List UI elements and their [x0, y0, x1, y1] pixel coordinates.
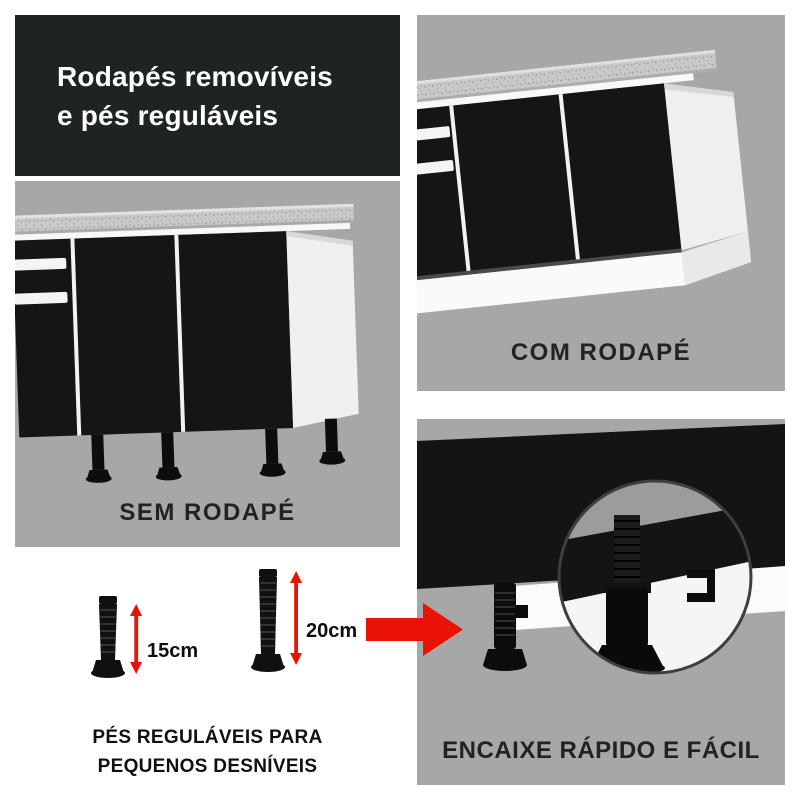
feet-section: 15cm 20cm PÉS REGULÁVEIS PARA PEQUENOS D…	[15, 556, 400, 785]
feet-caption: PÉS REGULÁVEIS PARA PEQUENOS DESNÍVEIS	[15, 723, 400, 781]
panel-encaixe: ENCAIXE RÁPIDO E FÁCIL	[417, 419, 785, 785]
foot-15cm-ribs	[100, 609, 116, 653]
measure-20cm-label: 20cm	[306, 620, 358, 642]
feet-caption-line-1: PÉS REGULÁVEIS PARA	[92, 727, 323, 748]
header-title-line-1: Rodapés removíveis	[57, 60, 333, 92]
dimension-line-20cm-icon	[290, 571, 302, 665]
zoom-inset-circle	[557, 479, 753, 675]
foot-20cm-ribs	[260, 582, 276, 647]
cabinet-side	[286, 231, 359, 428]
measure-15cm-label: 15cm	[147, 640, 199, 662]
drawer-strip	[15, 257, 67, 271]
cabinet-foot-ribs	[495, 592, 515, 636]
drawer-strip	[15, 291, 68, 305]
panel-com-rodape: COM RODAPÉ	[417, 15, 785, 391]
feet-caption-line-2: PEQUENOS DESNÍVEIS	[97, 756, 318, 777]
cabinet-base-closeup-illustration	[417, 424, 785, 675]
foot-20cm	[251, 569, 285, 672]
cabinet-side	[664, 83, 748, 251]
cabinet-legs	[85, 418, 346, 483]
red-arrow-right-icon	[366, 603, 463, 656]
cabinet-body	[417, 49, 752, 314]
cabinet-with-baseboard-illustration	[417, 49, 752, 314]
com-rodape-label: COM RODAPÉ	[510, 339, 692, 366]
cabinet-body	[15, 203, 359, 483]
countertop	[15, 203, 354, 234]
cabinet-doors	[15, 231, 294, 438]
cabinet-without-baseboard-illustration	[15, 203, 359, 483]
encaixe-label: ENCAIXE RÁPIDO E FÁCIL	[442, 737, 760, 764]
adjustable-feet-illustration	[91, 569, 302, 678]
drawer-strip	[417, 126, 451, 143]
countertop	[417, 49, 717, 105]
dimension-line-15cm-icon	[130, 604, 142, 674]
clip-bracket-icon	[687, 569, 715, 602]
sem-rodape-label: SEM RODAPÉ	[119, 499, 296, 526]
panel-sem-rodape: SEM RODAPÉ	[15, 181, 400, 547]
baseboard	[417, 252, 686, 314]
header-box: Rodapés removíveis e pés reguláveis	[15, 15, 400, 176]
cabinet-doors	[417, 83, 682, 279]
header-title-line-2: e pés reguláveis	[57, 99, 279, 131]
foot-15cm	[91, 596, 125, 678]
drawer-strip	[417, 160, 454, 176]
